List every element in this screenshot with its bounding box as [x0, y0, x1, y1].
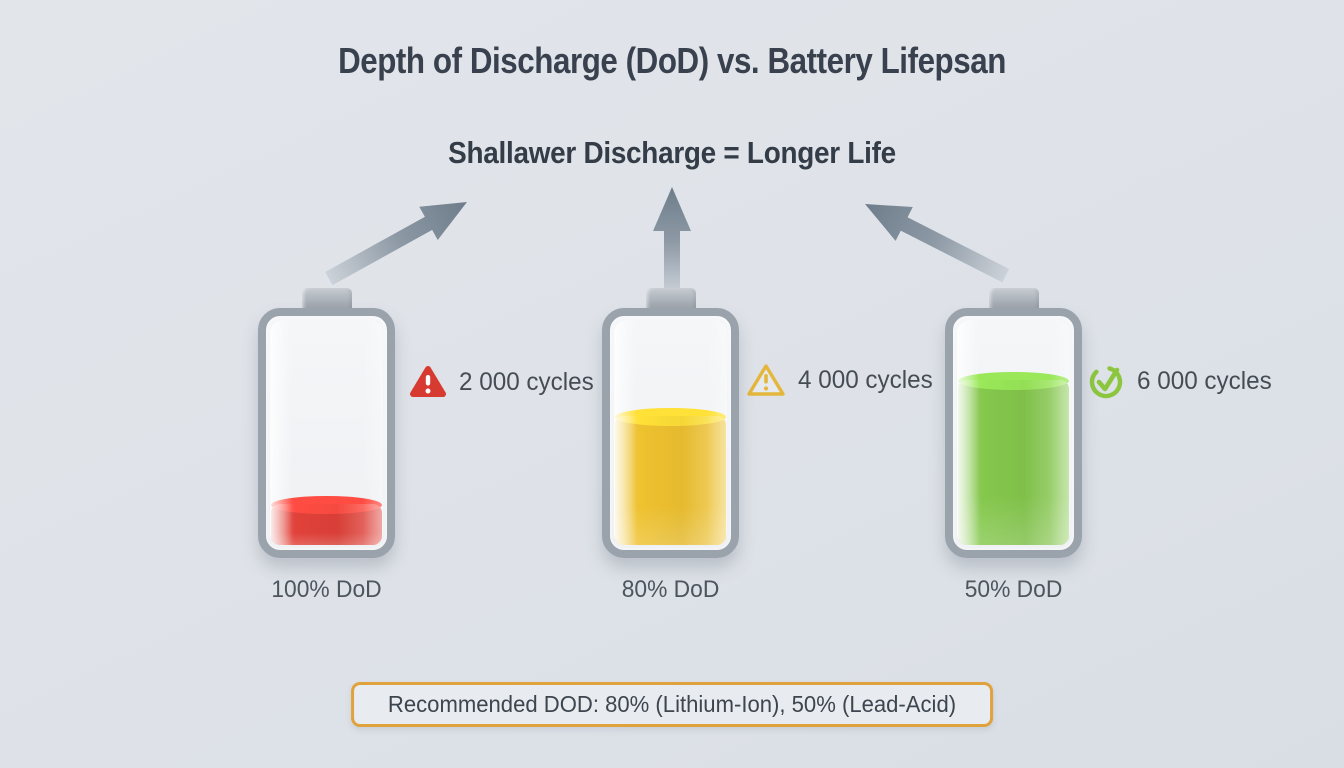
cycles-label: 2 000 cycles: [459, 367, 594, 396]
dod-label-50: 50% DoD: [964, 576, 1063, 603]
dod-label-100: 100% DoD: [271, 576, 382, 603]
warning-triangle-outline-icon: [747, 364, 785, 396]
infographic-title: Depth of Discharge (DoD) vs. Battery Lif…: [338, 40, 1006, 81]
dod-label-80: 80% DoD: [621, 576, 720, 603]
cycles-annotation-3: 6 000 cycles: [1086, 360, 1276, 402]
battery-body: [258, 308, 395, 558]
battery-100-dod: [258, 288, 395, 558]
check-circle-icon: [1089, 365, 1123, 399]
battery-fill-red: [271, 504, 382, 545]
battery-glass: [614, 320, 727, 546]
infographic-subtitle: Shallawer Discharge = Longer Life: [448, 135, 896, 170]
battery-50-dod: [945, 288, 1082, 558]
battery-body: [602, 308, 739, 558]
arrow-up-left-icon: [865, 204, 1010, 283]
battery-body: [945, 308, 1082, 558]
arrow-up-icon: [653, 187, 691, 295]
battery-glass: [270, 320, 383, 546]
cycles-annotation-1: 2 000 cycles: [408, 361, 598, 403]
cycles-annotation-2: 4 000 cycles: [745, 359, 937, 401]
recommendation-box: Recommended DOD: 80% (Lithium-Ion), 50% …: [351, 682, 993, 727]
recommendation-text: Recommended DOD: 80% (Lithium-Ion), 50% …: [387, 691, 957, 717]
alert-triangle-filled-icon: [410, 366, 446, 397]
battery-fill-green: [958, 380, 1069, 545]
battery-glass: [957, 320, 1070, 546]
cycles-label: 4 000 cycles: [798, 365, 933, 394]
battery-fill-yellow: [615, 416, 726, 545]
battery-80-dod: [602, 288, 739, 558]
arrow-up-right-icon: [325, 202, 467, 286]
cycles-label: 6 000 cycles: [1137, 366, 1272, 395]
